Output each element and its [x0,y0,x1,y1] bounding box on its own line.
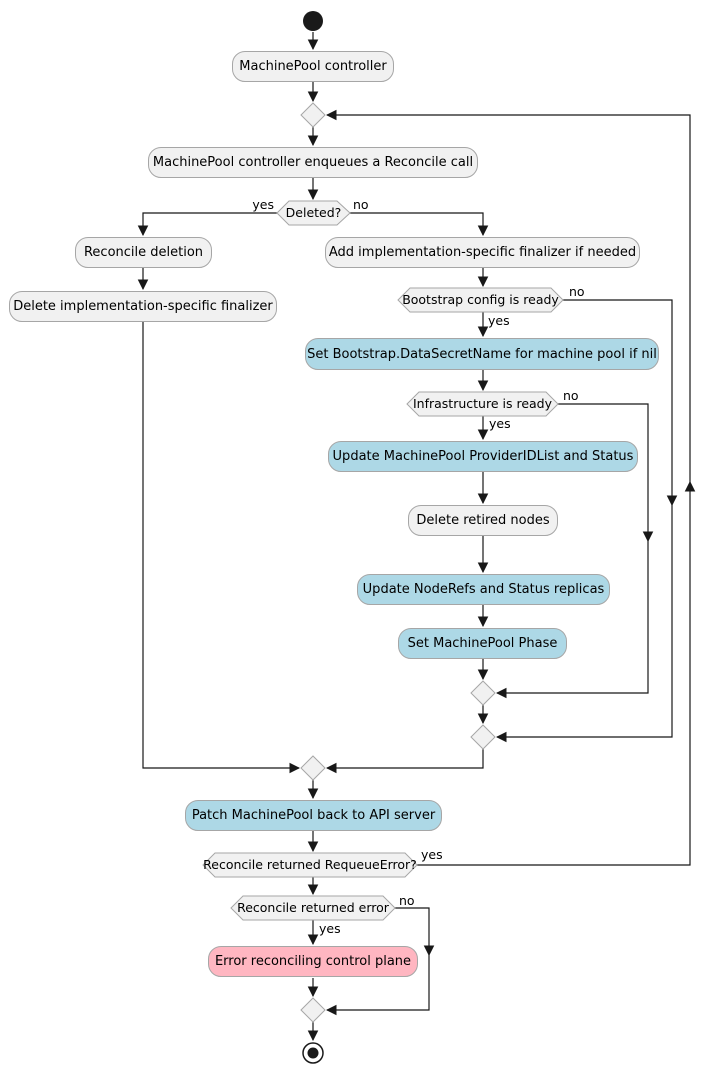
activity-update-noderefs: Update NodeRefs and Status replicas [357,574,610,605]
decision-infrastructure-ready [406,391,559,417]
decision-deleted-label: Deleted? [285,204,342,220]
activity-error-reconciling: Error reconciling control plane [208,946,418,977]
guard-error-no: no [399,893,415,908]
activity-reconcile-deletion: Reconcile deletion [75,237,212,268]
edges [137,32,696,1042]
guard-infra-yes: yes [489,416,511,431]
merge-diamond-bootstrap [470,724,496,750]
merge-diamond-error [300,997,326,1023]
guard-infra-no: no [563,388,579,403]
activity-machinepool-controller: MachinePool controller [232,51,394,82]
decision-returned-error [230,895,396,921]
decision-requeue-error [202,852,418,878]
decision-bootstrap-ready-label: Bootstrap config is ready [402,291,559,307]
end-node-dot [307,1047,319,1059]
merge-diamond-main [300,755,326,781]
activity-patch-machinepool: Patch MachinePool back to API server [185,800,442,831]
guard-bootstrap-yes: yes [488,313,510,328]
activity-delete-retired-nodes: Delete retired nodes [408,505,558,536]
guard-bootstrap-no: no [569,284,585,299]
guard-deleted-no: no [353,197,369,212]
guard-requeue-yes: yes [421,847,443,862]
merge-diamond-top [300,102,326,128]
guard-deleted-yes: yes [252,197,274,212]
decision-deleted [276,200,351,226]
activity-enqueue-reconcile: MachinePool controller enqueues a Reconc… [148,147,478,178]
start-node [303,11,323,31]
activity-set-machinepool-phase: Set MachinePool Phase [398,628,567,659]
activity-add-finalizer: Add implementation-specific finalizer if… [325,237,640,268]
guard-error-yes: yes [319,921,341,936]
decision-requeue-error-label: Reconcile returned RequeueError? [203,856,417,872]
decision-bootstrap-ready [397,287,564,313]
merge-diamond-infra [470,680,496,706]
decision-returned-error-label: Reconcile returned error [237,899,389,915]
activity-delete-finalizer: Delete implementation-specific finalizer [9,291,277,322]
activity-update-provideridlist: Update MachinePool ProviderIDList and St… [328,441,638,472]
decision-infrastructure-ready-label: Infrastructure is ready [412,395,552,411]
activity-set-bootstrap-datasecret: Set Bootstrap.DataSecretName for machine… [305,338,659,370]
